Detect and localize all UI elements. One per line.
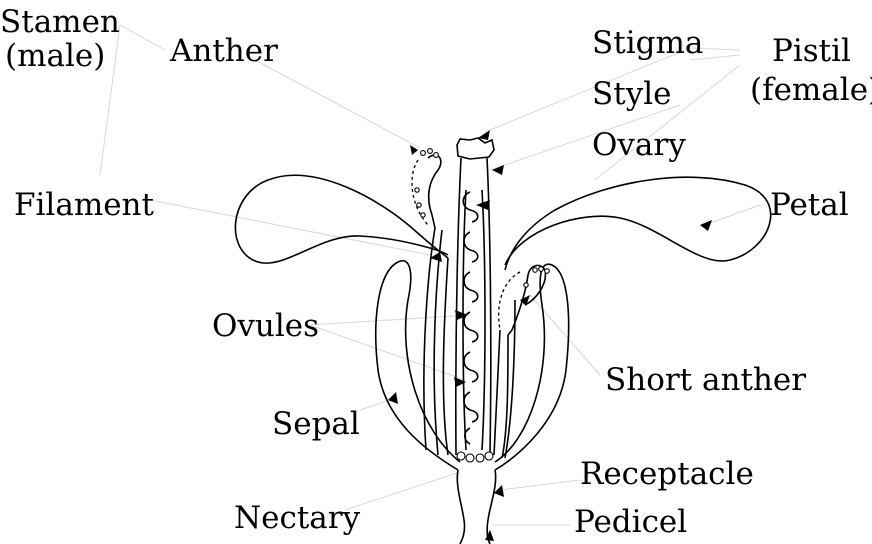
label-nectary: Nectary — [234, 500, 361, 536]
label-petal: Petal — [770, 187, 849, 223]
label-stigma: Stigma — [592, 25, 703, 61]
sepal-left — [376, 261, 460, 470]
label-stamen-line1: Stamen — [0, 4, 120, 40]
sepal-right — [495, 264, 569, 470]
label-pedicel: Pedicel — [574, 504, 687, 540]
label-receptacle: Receptacle — [580, 456, 754, 492]
label-anther: Anther — [169, 33, 278, 69]
anther-left — [428, 155, 441, 228]
label-ovules: Ovules — [212, 308, 319, 344]
label-ovary: Ovary — [592, 127, 686, 163]
label-filament: Filament — [14, 187, 155, 223]
label-pistil-line1: Pistil — [772, 33, 851, 69]
stigma — [457, 138, 494, 159]
petal-right — [505, 177, 771, 270]
nectary-glands — [457, 452, 493, 462]
label-style: Style — [592, 76, 671, 112]
ovules — [463, 192, 478, 444]
filament-right — [494, 300, 515, 458]
label-sepal: Sepal — [272, 406, 360, 442]
label-stamen-line2: (male) — [5, 38, 105, 74]
label-pistil-line2: (female) — [750, 72, 872, 108]
label-short-anther: Short anther — [605, 362, 806, 398]
